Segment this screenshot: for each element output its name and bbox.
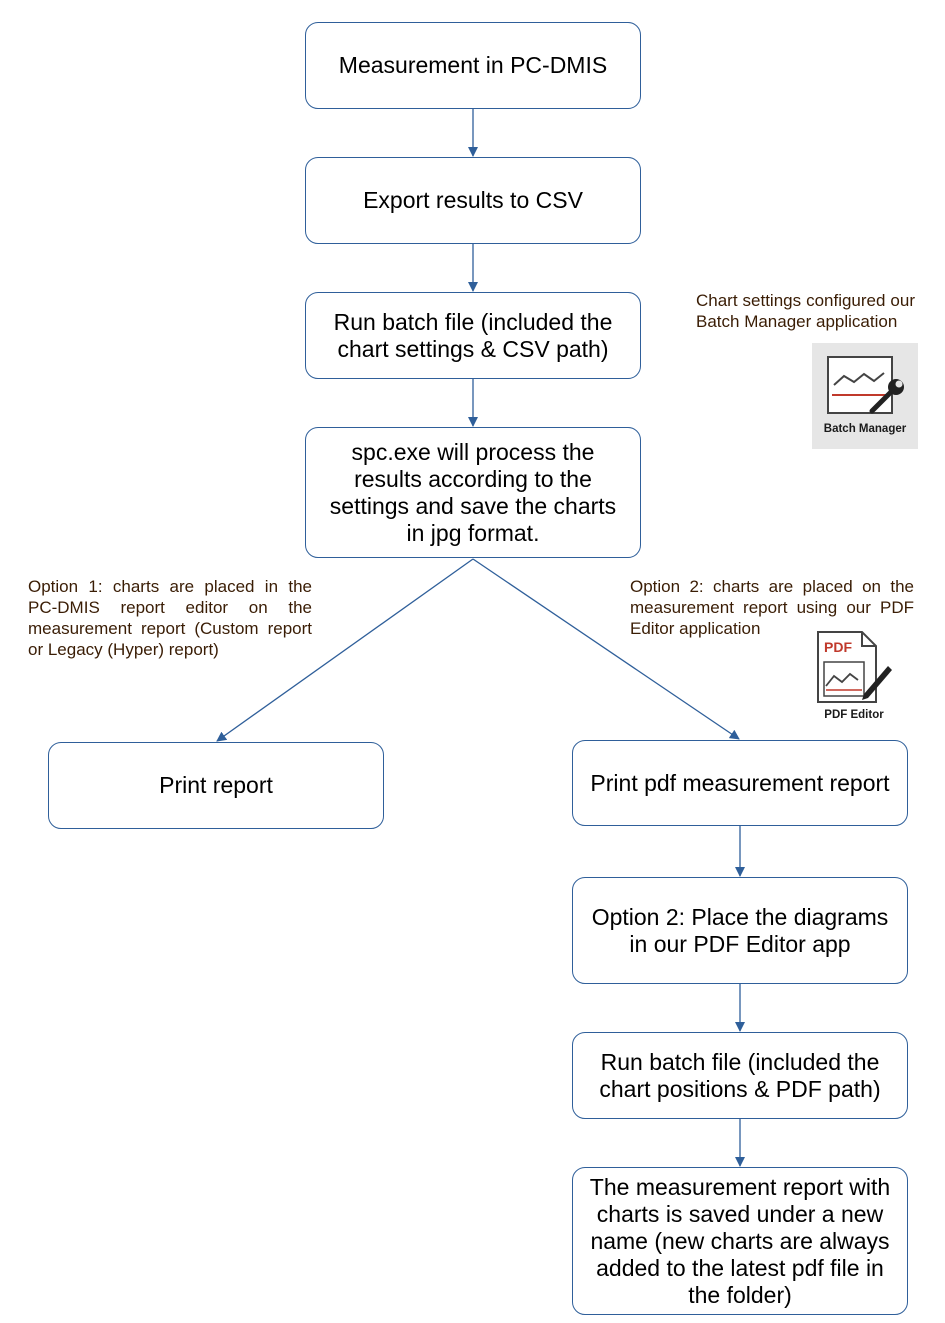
measurement-label: Measurement in PC-DMIS: [338, 52, 608, 78]
spc-process-node: spc.exe will process the results accordi…: [305, 427, 641, 558]
print-pdf-node: Print pdf measurement report: [572, 740, 908, 826]
pdf-editor-caption: PDF Editor: [824, 709, 884, 721]
arrow-spc-to-print-pdf: [472, 558, 740, 740]
saved-report-label: The measurement report with charts is sa…: [589, 1173, 891, 1308]
pdf-badge: PDF: [824, 639, 852, 655]
run-batch-2-label: Run batch file (included the chart posit…: [599, 1048, 881, 1102]
print-report-node: Print report: [48, 742, 384, 829]
pdf-editor-icon: PDF PDF Editor: [812, 628, 896, 726]
export-csv-label: Export results to CSV: [363, 187, 583, 213]
batch-manager-icon: Batch Manager: [812, 343, 918, 449]
option-2-note: Option 2: charts are placed on the measu…: [630, 577, 914, 638]
run-batch-2-node: Run batch file (included the chart posit…: [572, 1032, 908, 1119]
measurement-node: Measurement in PC-DMIS: [305, 22, 641, 109]
batch-manager-graphic: [827, 356, 904, 414]
run-batch-node: Run batch file (included the chart setti…: [305, 292, 641, 379]
print-pdf-label: Print pdf measurement report: [590, 769, 890, 796]
run-batch-label: Run batch file (included the chart setti…: [333, 308, 613, 362]
saved-report-node: The measurement report with charts is sa…: [572, 1167, 908, 1315]
place-diagrams-label: Option 2: Place the diagrams in our PDF …: [591, 903, 889, 957]
arrow-spc-to-print-report: [216, 558, 474, 742]
place-diagrams-node: Option 2: Place the diagrams in our PDF …: [572, 877, 908, 984]
print-report-label: Print report: [159, 772, 273, 798]
batch-manager-caption: Batch Manager: [823, 423, 907, 435]
batch-manager-note: Chart settings configured our Batch Mana…: [696, 291, 915, 331]
spc-process-label: spc.exe will process the results accordi…: [329, 438, 617, 546]
export-csv-node: Export results to CSV: [305, 157, 641, 244]
option-1-note: Option 1: charts are placed in the PC-DM…: [28, 577, 312, 659]
pdf-editor-graphic: PDF: [817, 631, 892, 703]
